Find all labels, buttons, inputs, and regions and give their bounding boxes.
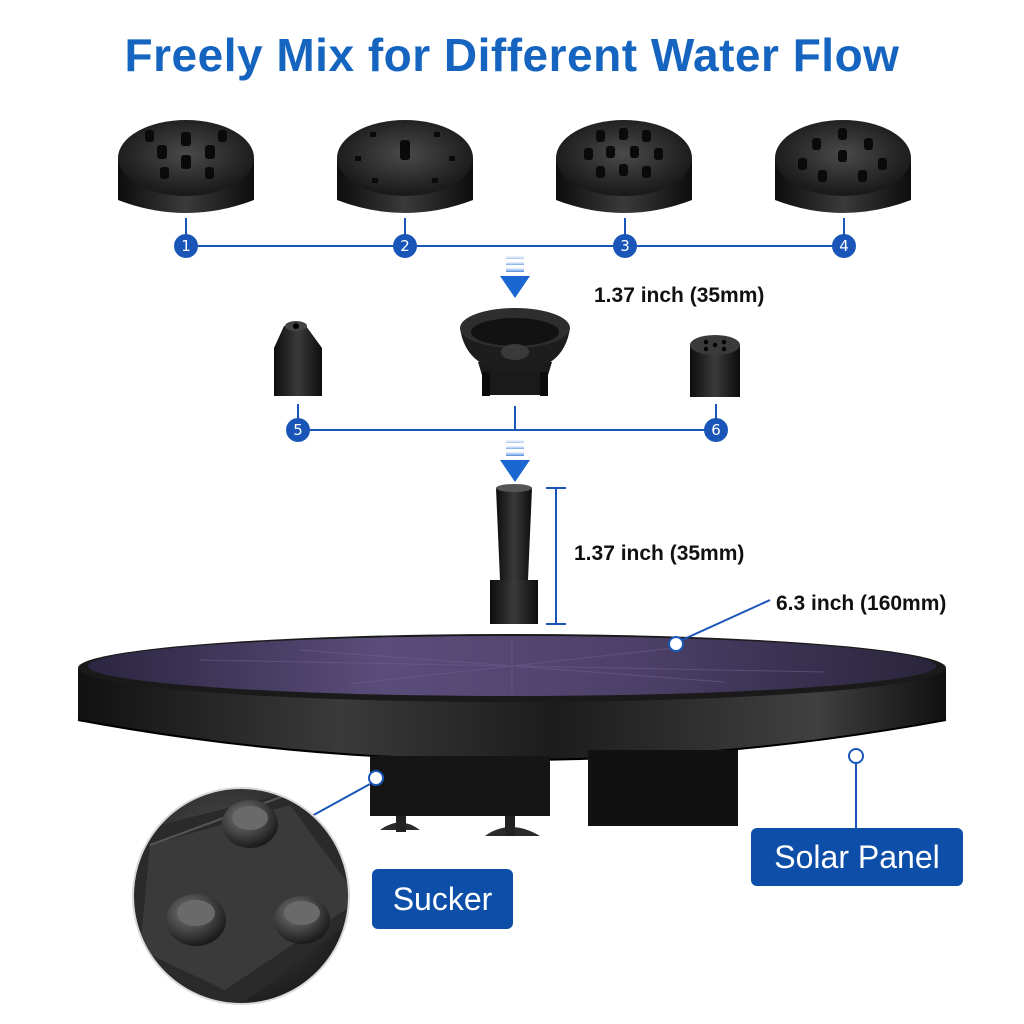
number-badge-5: 5 [286, 418, 310, 442]
svg-text:6: 6 [711, 421, 721, 439]
cup-adapter [460, 308, 570, 396]
diameter-marker [668, 599, 771, 652]
connector-line-1-4 [185, 218, 845, 247]
nozzle-head-4 [775, 120, 911, 213]
panel-diameter-dimension: 6.3 inch (160mm) [776, 592, 947, 615]
page-title: Freely Mix for Different Water Flow [124, 29, 900, 81]
cup-width-dimension: 1.37 inch (35mm) [594, 284, 765, 307]
sucker-label: Sucker [372, 869, 513, 929]
number-badge-6: 6 [704, 418, 728, 442]
down-arrow-icon [500, 440, 530, 482]
sucker-zoom-view [132, 787, 350, 1005]
svg-text:4: 4 [839, 237, 849, 255]
nozzle-head-2 [337, 120, 473, 213]
svg-text:5: 5 [293, 421, 303, 439]
pump-body [370, 750, 738, 836]
number-badge-4: 4 [832, 234, 856, 258]
number-badge-1: 1 [174, 234, 198, 258]
connector-line-5-6 [297, 404, 717, 431]
svg-text:1: 1 [181, 237, 191, 255]
down-arrow-icon [500, 256, 530, 298]
number-badge-2: 2 [393, 234, 417, 258]
svg-text:3: 3 [620, 237, 630, 255]
nozzle-head-1 [118, 120, 254, 213]
nozzle-6 [690, 335, 740, 397]
tube-height-dimension: 1.37 inch (35mm) [574, 542, 745, 565]
number-badge-3: 3 [613, 234, 637, 258]
svg-text:2: 2 [400, 237, 410, 255]
solar-panel-label: Solar Panel [751, 828, 963, 886]
solar-panel-marker [848, 748, 864, 830]
nozzle-5 [274, 321, 322, 396]
nozzle-head-3 [556, 120, 692, 213]
solar-panel-disc [77, 634, 947, 761]
height-dimension-marker [546, 487, 566, 625]
